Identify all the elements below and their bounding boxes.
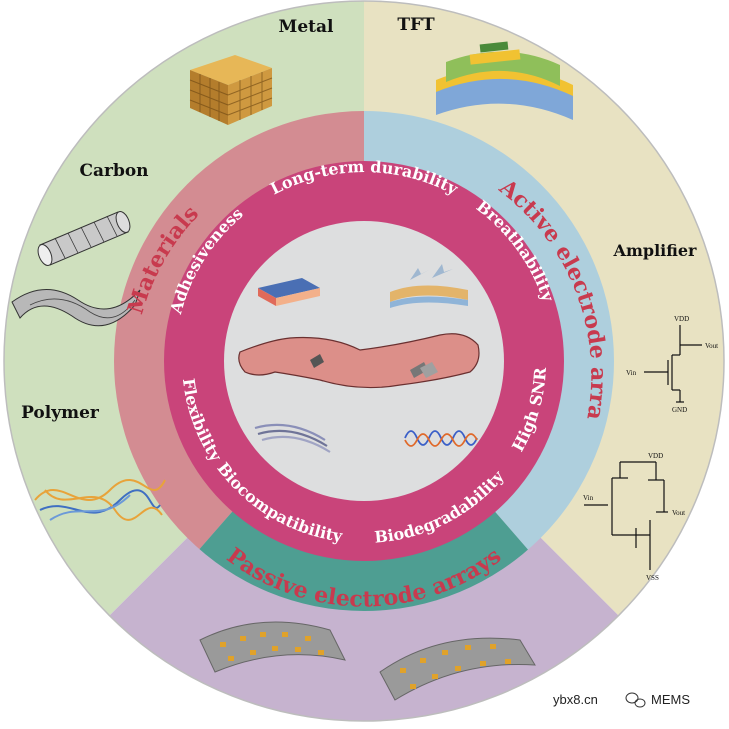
amp2-vin: Vin — [583, 494, 594, 502]
amp1-vin: Vin — [626, 369, 637, 377]
label-polymer: Polymer — [21, 403, 100, 423]
breathable-membrane-image — [390, 264, 468, 308]
amp2-vdd: VDD — [648, 452, 663, 460]
amp1-gnd: GND — [672, 406, 687, 414]
metal-cube-image — [189, 55, 273, 125]
flexible-strips-image — [254, 423, 331, 453]
label-amplifier: Amplifier — [613, 241, 698, 260]
watermark-brand: MEMS — [651, 692, 690, 707]
label-carbon: Carbon — [79, 161, 148, 181]
layered-patch-image — [258, 278, 320, 306]
amplifier-schematic-top — [644, 325, 702, 403]
wechat-icon — [625, 692, 646, 708]
amp2-vss: VSS — [646, 574, 659, 582]
forearm-image — [238, 333, 480, 389]
label-tft: TFT — [397, 15, 435, 35]
amp2-vout: Vout — [672, 509, 685, 517]
outer-border — [3, 0, 725, 722]
tft-device-image — [436, 41, 573, 120]
polymer-fibers-image — [34, 479, 166, 521]
amp1-vdd: VDD — [674, 315, 689, 323]
passive-array-image-left — [199, 621, 346, 673]
label-metal: Metal — [279, 17, 335, 37]
signal-wave-image — [404, 430, 478, 447]
watermark-site: ybx8.cn — [553, 692, 598, 707]
amp1-vout: Vout — [705, 342, 718, 350]
graphene-sheet-image — [11, 289, 141, 327]
carbon-nanotube-image — [37, 211, 131, 266]
passive-array-image-right — [379, 637, 536, 701]
amplifier-schematic-bottom — [584, 461, 668, 570]
